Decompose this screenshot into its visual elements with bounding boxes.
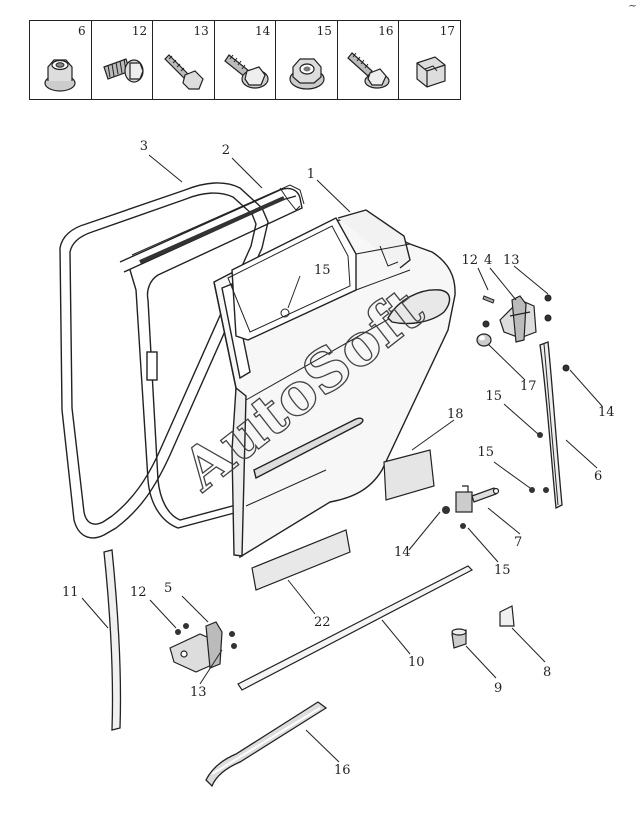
door-stop-part-20 <box>476 333 492 347</box>
legend-number: 15 <box>316 24 332 38</box>
corner-mark: ~ <box>628 0 637 12</box>
strip-bolts-part-15 <box>529 432 549 493</box>
callout-15a: 15 <box>485 389 502 404</box>
nut-part-16 <box>442 506 450 514</box>
legend-cell-16: 16 <box>338 21 400 99</box>
hex-bolt-icon <box>164 54 204 90</box>
door-check-part-7 <box>455 485 500 513</box>
legend-number: 16 <box>378 24 394 38</box>
door-seal-part-3 <box>59 182 269 539</box>
callout-5: 5 <box>164 581 172 596</box>
flange-bolt-icon <box>102 58 144 83</box>
legend-cell-15: 15 <box>276 21 338 99</box>
callout-12a: 12 <box>461 253 478 268</box>
window-channel-part-6 <box>539 341 563 510</box>
trim-rod-part-10 <box>237 565 474 691</box>
callout-20: 17 <box>520 379 537 394</box>
callout-19: 16 <box>334 763 351 778</box>
legend-number: 14 <box>255 24 271 38</box>
weatherstrip-part-11 <box>103 549 122 731</box>
upper-hinge-part-4 <box>499 295 537 343</box>
door-shell-part-1 <box>213 209 456 559</box>
grommet-part-9 <box>451 628 467 649</box>
sticker-part-22 <box>251 529 351 591</box>
callout-15b: 15 <box>477 445 494 460</box>
callout-22: 22 <box>314 615 331 630</box>
callout-7: 7 <box>514 535 522 550</box>
fastener-legend: 6 12 13 14 <box>29 20 461 100</box>
flange-nut-large-icon <box>289 58 325 90</box>
callout-17: 15 <box>494 563 511 578</box>
flange-nut-icon <box>44 59 76 92</box>
callout-21: 18 <box>447 407 464 422</box>
legend-number: 12 <box>131 24 148 38</box>
leader-lines <box>81 154 603 763</box>
lower-hinge-part-5 <box>169 621 223 673</box>
callout-4: 4 <box>484 253 492 268</box>
hinge-bolts-top <box>482 294 570 372</box>
callout-11: 11 <box>62 585 79 600</box>
molding-part-19 <box>205 701 328 788</box>
callout-18: 15 <box>314 263 331 278</box>
legend-number: 6 <box>77 24 86 38</box>
callout-13a: 13 <box>503 253 520 268</box>
legend-cell-6: 6 <box>30 21 92 99</box>
callout-6: 6 <box>594 469 602 484</box>
callout-labels: 3 2 1 15 12 4 13 17 14 15 15 6 18 14 7 1… <box>62 139 615 778</box>
callout-3: 3 <box>140 139 148 154</box>
clip-nut-icon <box>416 56 447 88</box>
hinge-bolts-bottom <box>175 623 237 649</box>
callout-12b: 12 <box>130 585 147 600</box>
callout-13b: 13 <box>190 685 207 700</box>
flange-bolt-large-icon <box>223 54 269 89</box>
callout-1: 1 <box>307 167 315 182</box>
callout-8: 8 <box>543 665 551 680</box>
callout-10: 10 <box>408 655 425 670</box>
clip-part-8 <box>499 605 515 627</box>
legend-cell-17: 17 <box>399 21 460 99</box>
callout-2: 2 <box>222 143 230 158</box>
legend-cell-13: 13 <box>153 21 215 99</box>
legend-number: 17 <box>439 24 456 38</box>
legend-number: 13 <box>193 24 209 38</box>
clip-part-17 <box>460 523 466 529</box>
legend-cell-12: 12 <box>92 21 154 99</box>
callout-16: 14 <box>394 545 411 560</box>
callout-9: 9 <box>494 681 502 696</box>
sticker-part-21 <box>383 449 435 501</box>
bolt-washer-icon <box>347 52 390 89</box>
callout-14: 14 <box>598 405 615 420</box>
frame-seal-part-2 <box>119 184 305 529</box>
legend-cell-14: 14 <box>215 21 277 99</box>
